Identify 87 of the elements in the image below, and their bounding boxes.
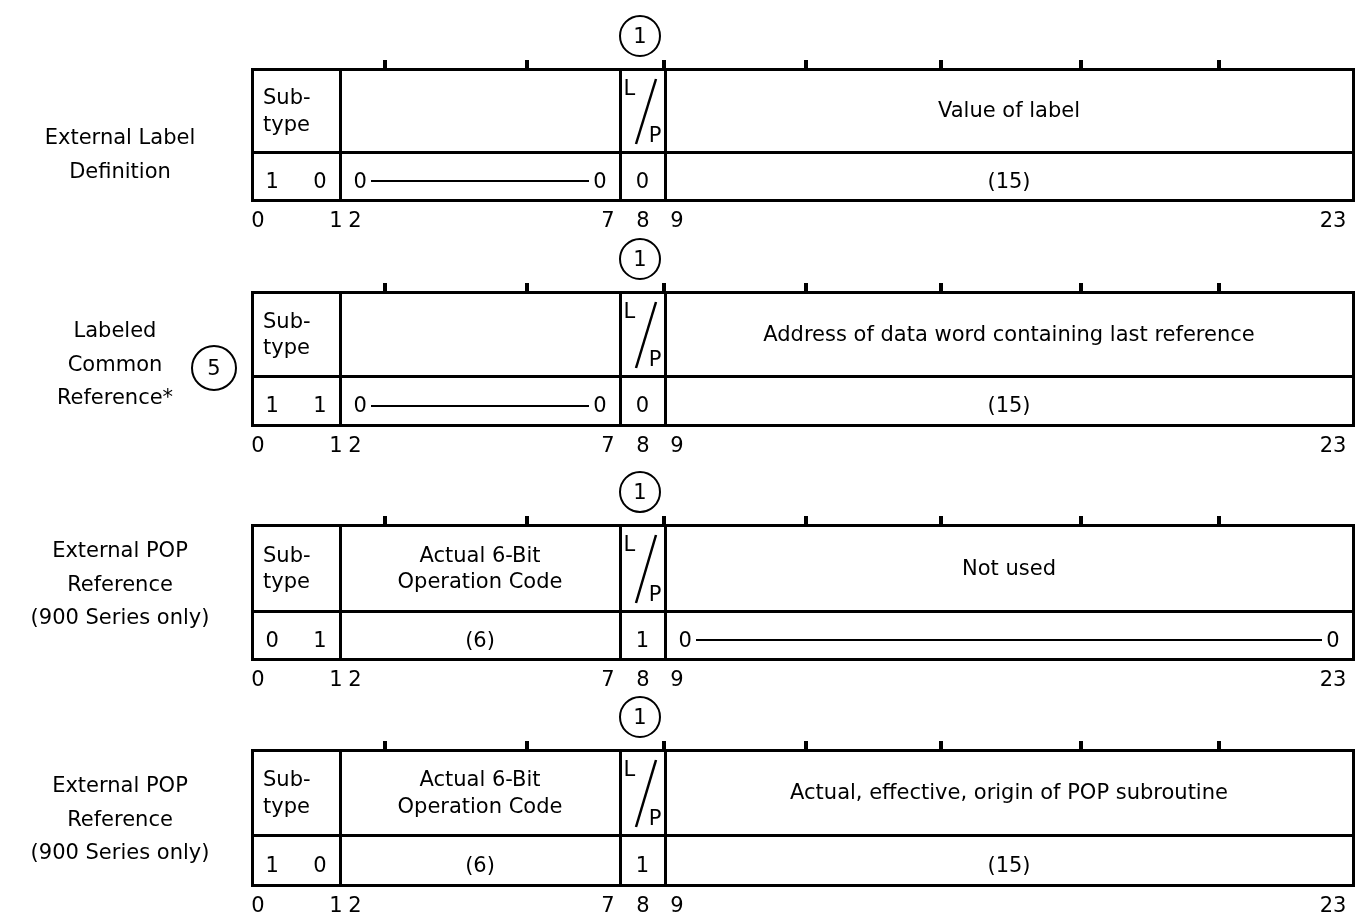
bit-value: 0 <box>678 626 692 654</box>
field-label: Not used <box>962 554 1056 582</box>
field-cell <box>250 748 342 837</box>
field-label: P <box>648 581 662 608</box>
bit-number: 23 <box>1319 210 1347 231</box>
bit-value: 1 <box>313 626 327 654</box>
bit-number: 2 <box>348 669 362 690</box>
field-label: L <box>623 755 636 782</box>
bit-number: 23 <box>1319 435 1347 456</box>
bit-number: 1 <box>329 669 343 690</box>
bit-value: 1 <box>265 167 279 195</box>
callout-circle <box>619 15 661 57</box>
bit-value: 1 <box>265 851 279 879</box>
field-label: Actual 6-Bit Operation Code <box>396 766 564 819</box>
callout-number: 5 <box>207 356 221 380</box>
field-label: Sub- type <box>263 307 312 361</box>
bit-number: 7 <box>601 669 615 690</box>
bit-number: 8 <box>636 669 650 690</box>
bit-value: (6) <box>465 851 495 879</box>
bit-number: 7 <box>601 895 615 916</box>
callout-number: 1 <box>633 247 647 271</box>
callout-circle <box>619 471 661 513</box>
bit-number: 1 <box>329 895 343 916</box>
field-label: P <box>648 805 662 832</box>
bit-value: 1 <box>635 626 650 654</box>
bit-number: 8 <box>636 435 650 456</box>
bit-number: 7 <box>601 210 615 231</box>
bit-number: 9 <box>670 895 684 916</box>
field-cell <box>250 523 342 613</box>
field-label: Actual 6-Bit Operation Code <box>396 541 564 595</box>
bit-value: 1 <box>265 392 279 419</box>
field-label: Sub- type <box>263 541 312 595</box>
bit-value: (15) <box>987 392 1031 419</box>
bit-value: (6) <box>465 626 495 654</box>
bit-number: 8 <box>636 895 650 916</box>
callout-number: 1 <box>633 480 647 504</box>
field-label: P <box>648 346 662 373</box>
bit-number: 7 <box>601 435 615 456</box>
bit-number: 9 <box>670 210 684 231</box>
callout-number: 1 <box>633 24 647 48</box>
bit-number: 1 <box>329 435 343 456</box>
bit-number: 2 <box>348 210 362 231</box>
bit-value: 1 <box>313 392 327 419</box>
callout-number: 1 <box>633 705 647 729</box>
field-label: Sub- type <box>263 84 312 137</box>
bit-value: 0 <box>593 167 607 195</box>
field-label: Address of data word containing last reference <box>763 320 1255 348</box>
field-label: L <box>623 297 636 324</box>
bit-number: 2 <box>348 895 362 916</box>
bit-value: (15) <box>987 167 1031 195</box>
bit-value: 1 <box>635 851 650 879</box>
bit-value: 0 <box>353 392 367 419</box>
field-label: Actual, effective, origin of POP subroutine <box>790 779 1228 806</box>
bit-number: 0 <box>251 669 265 690</box>
field-label: L <box>623 530 636 557</box>
bit-number: 23 <box>1319 669 1347 690</box>
bit-value: 0 <box>313 167 327 195</box>
bit-number: 0 <box>251 210 265 231</box>
bit-number: 8 <box>636 210 650 231</box>
bit-number: 0 <box>251 895 265 916</box>
bit-number: 1 <box>329 210 343 231</box>
record-title: External POP Reference (900 Series only) <box>29 772 211 867</box>
bit-value: (15) <box>987 851 1031 879</box>
bit-number: 9 <box>670 669 684 690</box>
field-label: L <box>623 74 636 101</box>
field-label: Sub- type <box>263 766 312 819</box>
bit-value: 0 <box>593 392 607 419</box>
bit-value: 0 <box>265 626 279 654</box>
bit-number: 2 <box>348 435 362 456</box>
callout-circle <box>619 238 661 280</box>
field-label: P <box>648 122 662 149</box>
field-cell <box>250 290 342 378</box>
bit-number: 0 <box>251 435 265 456</box>
callout-circle <box>191 345 237 391</box>
bit-value: 0 <box>353 167 367 195</box>
bit-value: 0 <box>635 392 650 419</box>
record-title: Labeled Common Reference* <box>55 317 175 412</box>
field-cell <box>250 67 342 154</box>
bit-number: 9 <box>670 435 684 456</box>
callout-circle <box>619 696 661 738</box>
field-label: Value of label <box>937 97 1081 124</box>
bit-value: 0 <box>1326 626 1340 654</box>
bit-number: 23 <box>1319 895 1347 916</box>
record-title: External POP Reference (900 Series only) <box>29 537 211 632</box>
bit-value: 0 <box>313 851 327 879</box>
record-title: External Label Definition <box>43 124 197 185</box>
bit-value: 0 <box>635 167 650 195</box>
